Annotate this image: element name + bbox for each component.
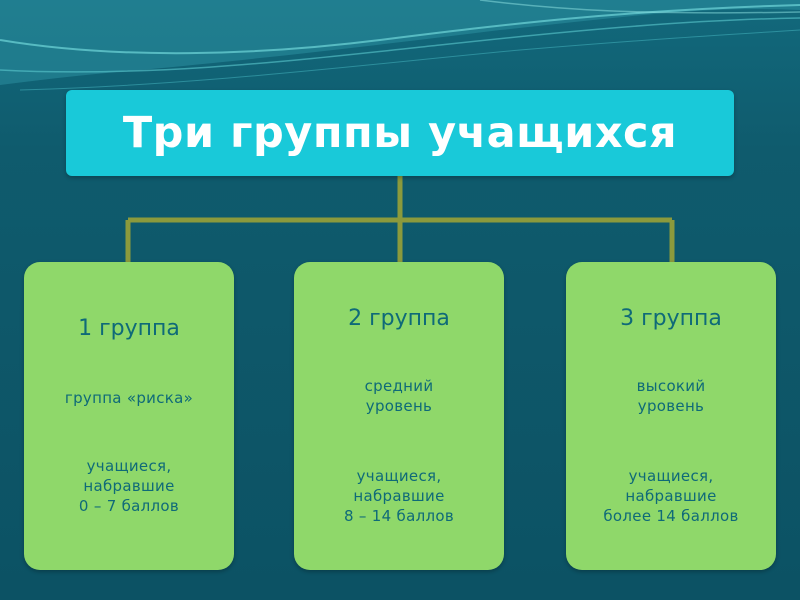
- group-card-1: 1 группа группа «риска» учащиеся, набрав…: [24, 262, 234, 570]
- group-card-3: 3 группа высокий уровень учащиеся, набра…: [566, 262, 776, 570]
- diagram-title: Три группы учащихся: [122, 108, 678, 158]
- group-details: учащиеся, набравшие более 14 баллов: [603, 467, 739, 525]
- group-description: высокий уровень: [636, 377, 706, 415]
- group-description: группа «риска»: [64, 389, 194, 407]
- group-heading: 2 группа: [348, 306, 450, 331]
- group-card-2: 2 группа средний уровень учащиеся, набра…: [294, 262, 504, 570]
- group-details: учащиеся, набравшие 8 – 14 баллов: [344, 467, 454, 525]
- group-heading: 3 группа: [620, 306, 722, 331]
- group-heading: 1 группа: [78, 316, 180, 341]
- title-box: Три группы учащихся: [66, 90, 734, 176]
- group-details: учащиеся, набравшие 0 – 7 баллов: [78, 457, 180, 515]
- group-description: средний уровень: [364, 377, 434, 415]
